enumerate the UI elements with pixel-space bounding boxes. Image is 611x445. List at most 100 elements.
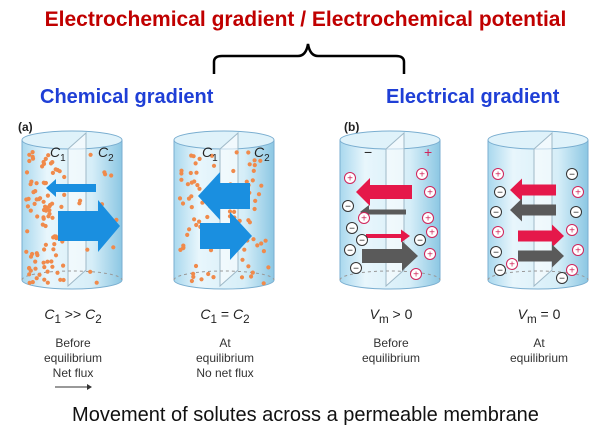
solute-dot	[246, 150, 251, 155]
solute-dot	[250, 178, 255, 183]
solute-dot	[253, 198, 258, 203]
solute-dot	[189, 194, 194, 199]
cation-icon: +	[426, 226, 438, 239]
solute-dot	[45, 280, 50, 285]
electrical-gradient-heading: Electrical gradient	[386, 86, 560, 108]
solute-dot	[41, 215, 46, 220]
cation-icon: +	[358, 212, 370, 225]
solute-dot	[251, 168, 256, 173]
solute-dot	[195, 183, 200, 188]
solute-dot	[194, 222, 199, 228]
svg-text:+: +	[509, 260, 515, 271]
svg-text:+: +	[425, 214, 431, 225]
solute-dot	[232, 209, 237, 214]
caption-2-line-2: equilibrium	[195, 351, 255, 365]
svg-text:−: −	[569, 170, 575, 181]
flux-arrow-small-left	[46, 179, 96, 197]
svg-text:+: +	[427, 250, 433, 261]
solute-dot	[179, 177, 184, 182]
solute-dot	[49, 259, 54, 264]
svg-text:−: −	[345, 202, 351, 213]
anion-icon: −	[490, 206, 502, 219]
membrane-figure: +−−−−+−+++−++++−−+−−+−+−+++−	[21, 130, 589, 290]
solute-dot	[44, 208, 49, 213]
solute-dot	[259, 241, 264, 246]
caption-1-line-3: Net flux	[52, 366, 94, 380]
panel-a-label: (a)	[18, 120, 33, 134]
chemical-gradient-heading: Chemical gradient	[40, 86, 214, 108]
solute-dot	[34, 197, 39, 202]
solute-dot	[263, 238, 268, 243]
anion-icon: −	[494, 264, 506, 277]
svg-text:−: −	[347, 246, 353, 257]
cation-arrow-left	[356, 178, 412, 206]
solute-dot	[211, 163, 217, 168]
solute-dot	[25, 229, 30, 234]
cation-icon: +	[344, 172, 356, 185]
cation-arrow-right	[518, 224, 564, 248]
solute-dot	[261, 249, 266, 254]
svg-text:+: +	[413, 270, 419, 281]
solute-dot	[53, 253, 59, 258]
footer-caption: Movement of solutes across a permeable m…	[72, 404, 539, 426]
solute-dot	[197, 186, 202, 191]
solute-dot	[33, 259, 38, 264]
solute-dot	[249, 274, 254, 279]
equation-4: Vm = 0	[517, 306, 561, 326]
solute-dot	[239, 275, 245, 280]
cylinder-1	[21, 130, 123, 290]
solute-dot	[50, 215, 55, 220]
solute-dot	[258, 158, 263, 163]
cation-icon: +	[416, 168, 428, 181]
svg-text:−: −	[353, 264, 359, 275]
solute-dot	[50, 170, 56, 175]
solute-dot	[244, 179, 249, 184]
caption-1: Before equilibrium Net flux	[18, 336, 128, 396]
solute-dot	[42, 247, 47, 252]
solute-dot	[34, 276, 39, 281]
solute-dot	[205, 214, 210, 220]
solute-dot	[43, 242, 49, 247]
cation-icon: +	[422, 212, 434, 225]
solute-dot	[62, 174, 67, 180]
solute-dot	[246, 218, 251, 223]
solute-dot	[242, 247, 247, 252]
solute-dot	[28, 208, 33, 213]
solute-dot	[187, 227, 192, 232]
solute-dot	[55, 167, 60, 173]
solute-dot	[189, 205, 194, 210]
solute-dot	[189, 278, 194, 284]
flux-arrow-large-right	[58, 200, 120, 252]
solute-dot	[180, 201, 186, 206]
grouping-brace	[212, 43, 406, 74]
anion-arrow-right	[518, 244, 564, 268]
anion-icon: −	[490, 246, 502, 259]
caption-3-line-2: equilibrium	[361, 351, 421, 365]
solute-dot	[24, 249, 29, 254]
solute-dot	[24, 170, 30, 175]
anion-icon: −	[350, 262, 362, 275]
solute-dot	[103, 172, 108, 177]
solute-dot	[34, 181, 39, 186]
solute-dot	[50, 201, 55, 206]
solute-dot	[41, 260, 46, 265]
solute-dot	[191, 154, 196, 159]
cation-icon: +	[572, 244, 584, 257]
cylinder-2	[173, 130, 275, 290]
cation-arrow-right	[366, 229, 410, 243]
cation-icon: +	[410, 268, 422, 281]
solute-dot	[32, 201, 37, 206]
solute-dot	[88, 269, 93, 274]
solute-dot	[48, 161, 54, 166]
solute-dot	[234, 150, 239, 155]
solute-dot	[197, 219, 202, 224]
svg-text:−: −	[559, 274, 565, 285]
caption-1-line-2: equilibrium	[43, 351, 103, 365]
svg-text:+: +	[361, 214, 367, 225]
caption-4-line-1: At	[533, 336, 545, 350]
solute-dot	[41, 159, 46, 165]
equation-1: C1 >> C2	[44, 306, 102, 326]
solute-dot	[31, 190, 36, 195]
solute-dot	[261, 281, 266, 286]
svg-text:+: +	[427, 188, 433, 199]
